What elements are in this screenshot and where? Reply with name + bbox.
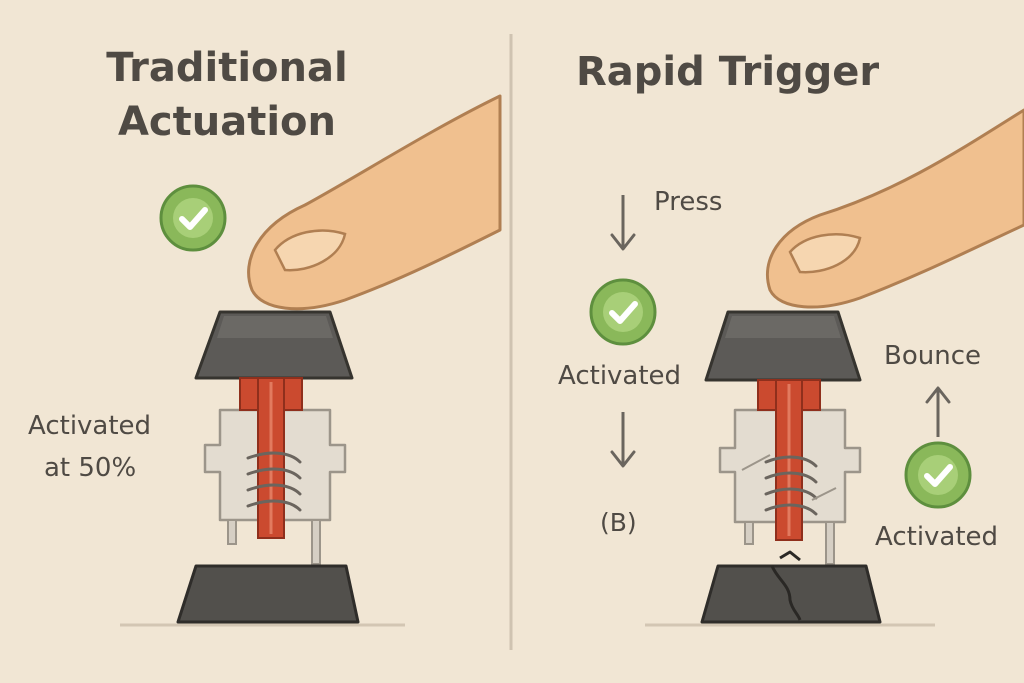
left-check-icon [161,186,225,250]
right-switch-icon [700,310,882,624]
bounce-label: Bounce [884,341,981,371]
right-check-icon-2 [906,443,970,507]
left-title-line2: Actuation [117,99,337,145]
left-activated-label: Activated [28,411,152,441]
left-finger-icon [247,94,502,311]
bounce-arrow-up-icon [925,386,951,437]
right-base [700,564,882,624]
press-label: Press [654,187,723,217]
activated-label-2: Activated [875,522,999,552]
activated-label: Activated [558,361,682,391]
left-activated-percent-label: at 50% [44,453,137,483]
right-check-icon-1 [591,280,655,344]
right-finger-icon [765,108,1024,309]
left-base [176,564,360,624]
b-label: (B) [600,508,637,537]
press-arrow-down-icon [610,193,636,251]
right-title: Rapid Trigger [576,49,880,95]
b-arrow-down-icon [610,410,636,468]
left-title-line1: Traditional [106,45,348,91]
left-switch-icon [176,310,360,624]
